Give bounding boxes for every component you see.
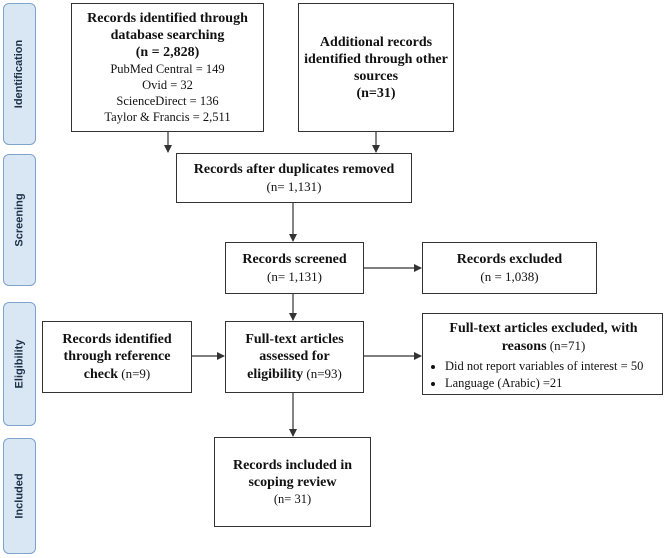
duplicates-removed-count: (n= 1,131) bbox=[266, 179, 322, 194]
other-sources-title-line1: Additional records bbox=[319, 34, 433, 50]
database-count: (n = 2,828) bbox=[135, 45, 200, 60]
records-excluded-title: Records excluded bbox=[456, 252, 563, 267]
phase-eligibility: Eligibility bbox=[3, 302, 36, 426]
records-screened-count: (n= 1,131) bbox=[267, 269, 322, 284]
duplicates-removed-box: Records after duplicates removed (n= 1,1… bbox=[176, 153, 412, 203]
database-title-line2: database searching bbox=[110, 28, 225, 43]
records-included-box: Records included in scoping review (n= 3… bbox=[214, 437, 371, 527]
full-text-assessed-box: Full-text articles assessed for eligibil… bbox=[225, 321, 364, 393]
reference-check-count: (n=9) bbox=[121, 366, 151, 381]
records-screened-title: Records screened bbox=[242, 252, 347, 267]
records-excluded-box: Records excluded (n = 1,038) bbox=[422, 242, 597, 294]
phase-screening: Screening bbox=[3, 154, 36, 286]
other-sources-title-line3: sources bbox=[353, 68, 399, 84]
phase-included-label: Included bbox=[13, 473, 26, 519]
included-title-line2: scoping review bbox=[248, 475, 337, 490]
database-search-box: Records identified through database sear… bbox=[71, 3, 264, 132]
database-source: PubMed Central = 149 bbox=[110, 62, 225, 76]
phase-included: Included bbox=[3, 438, 36, 554]
other-sources-box: Additional records identified through ot… bbox=[298, 3, 454, 132]
full-text-count: (n=93) bbox=[306, 366, 342, 381]
full-text-excluded-title-line1: Full-text articles excluded, with bbox=[449, 321, 638, 336]
full-text-title-line2: assessed for bbox=[259, 349, 330, 364]
records-excluded-count: (n = 1,038) bbox=[480, 269, 539, 284]
full-text-excluded-title-line2: reasons bbox=[501, 339, 547, 354]
phase-screening-label: Screening bbox=[13, 193, 26, 247]
phase-eligibility-label: Eligibility bbox=[13, 339, 26, 389]
other-sources-count: (n=31) bbox=[356, 85, 396, 101]
reference-check-title-line2: through reference bbox=[63, 349, 171, 364]
phase-identification: Identification bbox=[3, 3, 36, 145]
exclusion-reason: Language (Arabic) =21 bbox=[445, 375, 656, 392]
duplicates-removed-title: Records after duplicates removed bbox=[193, 162, 395, 177]
full-text-excluded-count: (n=71) bbox=[549, 338, 586, 353]
reference-check-box: Records identified through reference che… bbox=[42, 321, 192, 393]
database-source: Taylor & Francis = 2,511 bbox=[104, 110, 231, 124]
reference-check-title-line1: Records identified bbox=[62, 332, 172, 347]
phase-identification-label: Identification bbox=[13, 39, 26, 109]
included-count: (n= 31) bbox=[273, 492, 312, 506]
records-screened-box: Records screened (n= 1,131) bbox=[225, 242, 364, 294]
full-text-title-line3: eligibility bbox=[247, 367, 304, 382]
database-title-line1: Records identified through bbox=[87, 11, 248, 26]
database-source: ScienceDirect = 136 bbox=[116, 94, 219, 108]
full-text-title-line1: Full-text articles bbox=[245, 332, 344, 347]
exclusion-reason: Did not report variables of interest = 5… bbox=[445, 358, 656, 375]
included-title-line1: Records included in bbox=[232, 458, 352, 473]
reference-check-title-line3: check bbox=[83, 367, 118, 382]
exclusion-reasons-list: Did not report variables of interest = 5… bbox=[431, 358, 656, 392]
database-source: Ovid = 32 bbox=[142, 78, 193, 92]
full-text-excluded-box: Full-text articles excluded, with reason… bbox=[422, 313, 663, 395]
other-sources-title-line2: identified through other bbox=[304, 51, 448, 67]
